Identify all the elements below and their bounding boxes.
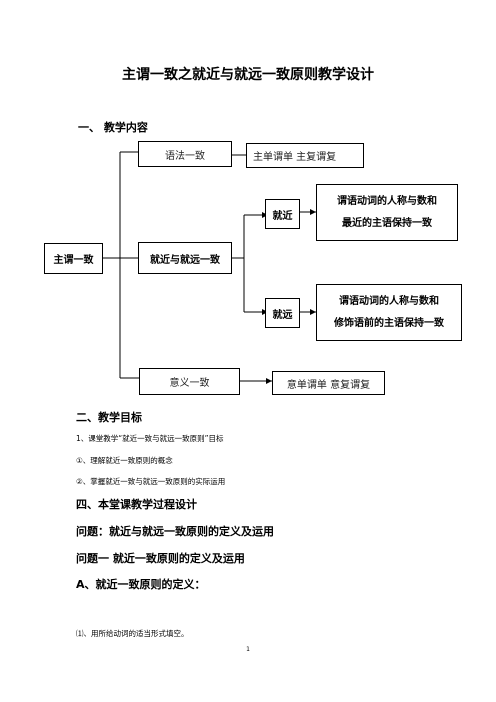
box-meaning-rule: 意单谓单 意复谓复 <box>272 371 385 395</box>
box-label: 主单谓单 主复谓复 <box>253 152 337 163</box>
description-line: 最近的主语保持一致 <box>342 217 432 229</box>
box-far-description: 谓语动词的人称与数和 修饰语前的主语保持一致 <box>316 284 462 341</box>
page-number: 1 <box>246 646 250 653</box>
section-teaching-goals: 二、教学目标 <box>76 411 142 424</box>
box-notional-agreement: 意义一致 <box>139 368 240 395</box>
box-near-far-agreement: 就近与就远一致 <box>138 242 232 274</box>
question-one-heading: 问题一 就近一致原则的定义及运用 <box>76 552 245 565</box>
description-line: 谓语动词的人称与数和 <box>339 295 439 307</box>
section-lesson-process: 四、本堂课教学过程设计 <box>76 498 197 511</box>
description-line: 修饰语前的主语保持一致 <box>334 317 444 329</box>
description-line: 谓语动词的人称与数和 <box>337 195 437 207</box>
box-label: 就远 <box>272 309 293 321</box>
goal-item: ②、掌握就近一致与就远一致原则的实际运用 <box>76 477 226 486</box>
document-title: 主谓一致之就近与就远一致原则教学设计 <box>122 67 374 83</box>
box-label: 主谓一致 <box>53 255 94 266</box>
box-grammar-rule: 主单谓单 主复谓复 <box>246 143 364 168</box>
subsection-a-heading: A、就近一致原则的定义： <box>76 578 206 591</box>
box-label: 意义一致 <box>169 378 210 389</box>
box-label: 就近与就远一致 <box>150 254 220 266</box>
box-near-description: 谓语动词的人称与数和 最近的主语保持一致 <box>316 184 458 241</box>
box-grammatical-agreement: 语法一致 <box>138 141 232 167</box>
box-subject-verb-agreement: 主谓一致 <box>44 243 103 274</box>
section-teaching-content: 一、 教学内容 <box>78 121 148 134</box>
box-label: 意单谓单 意复谓复 <box>286 379 371 391</box>
goal-item: 1、课堂教学“就近一致与就远一致原则”目标 <box>76 434 224 443</box>
exercise-instruction: ⑴、用所给动词的适当形式填空。 <box>76 629 189 638</box>
goal-item: ①、理解就近一致原则的概念 <box>76 456 173 465</box>
question-heading: 问题：就近与就远一致原则的定义及运用 <box>76 525 274 538</box>
box-label: 语法一致 <box>165 150 205 162</box>
box-near: 就近 <box>265 199 300 229</box>
box-far: 就远 <box>265 298 300 328</box>
box-label: 就近 <box>272 210 293 222</box>
